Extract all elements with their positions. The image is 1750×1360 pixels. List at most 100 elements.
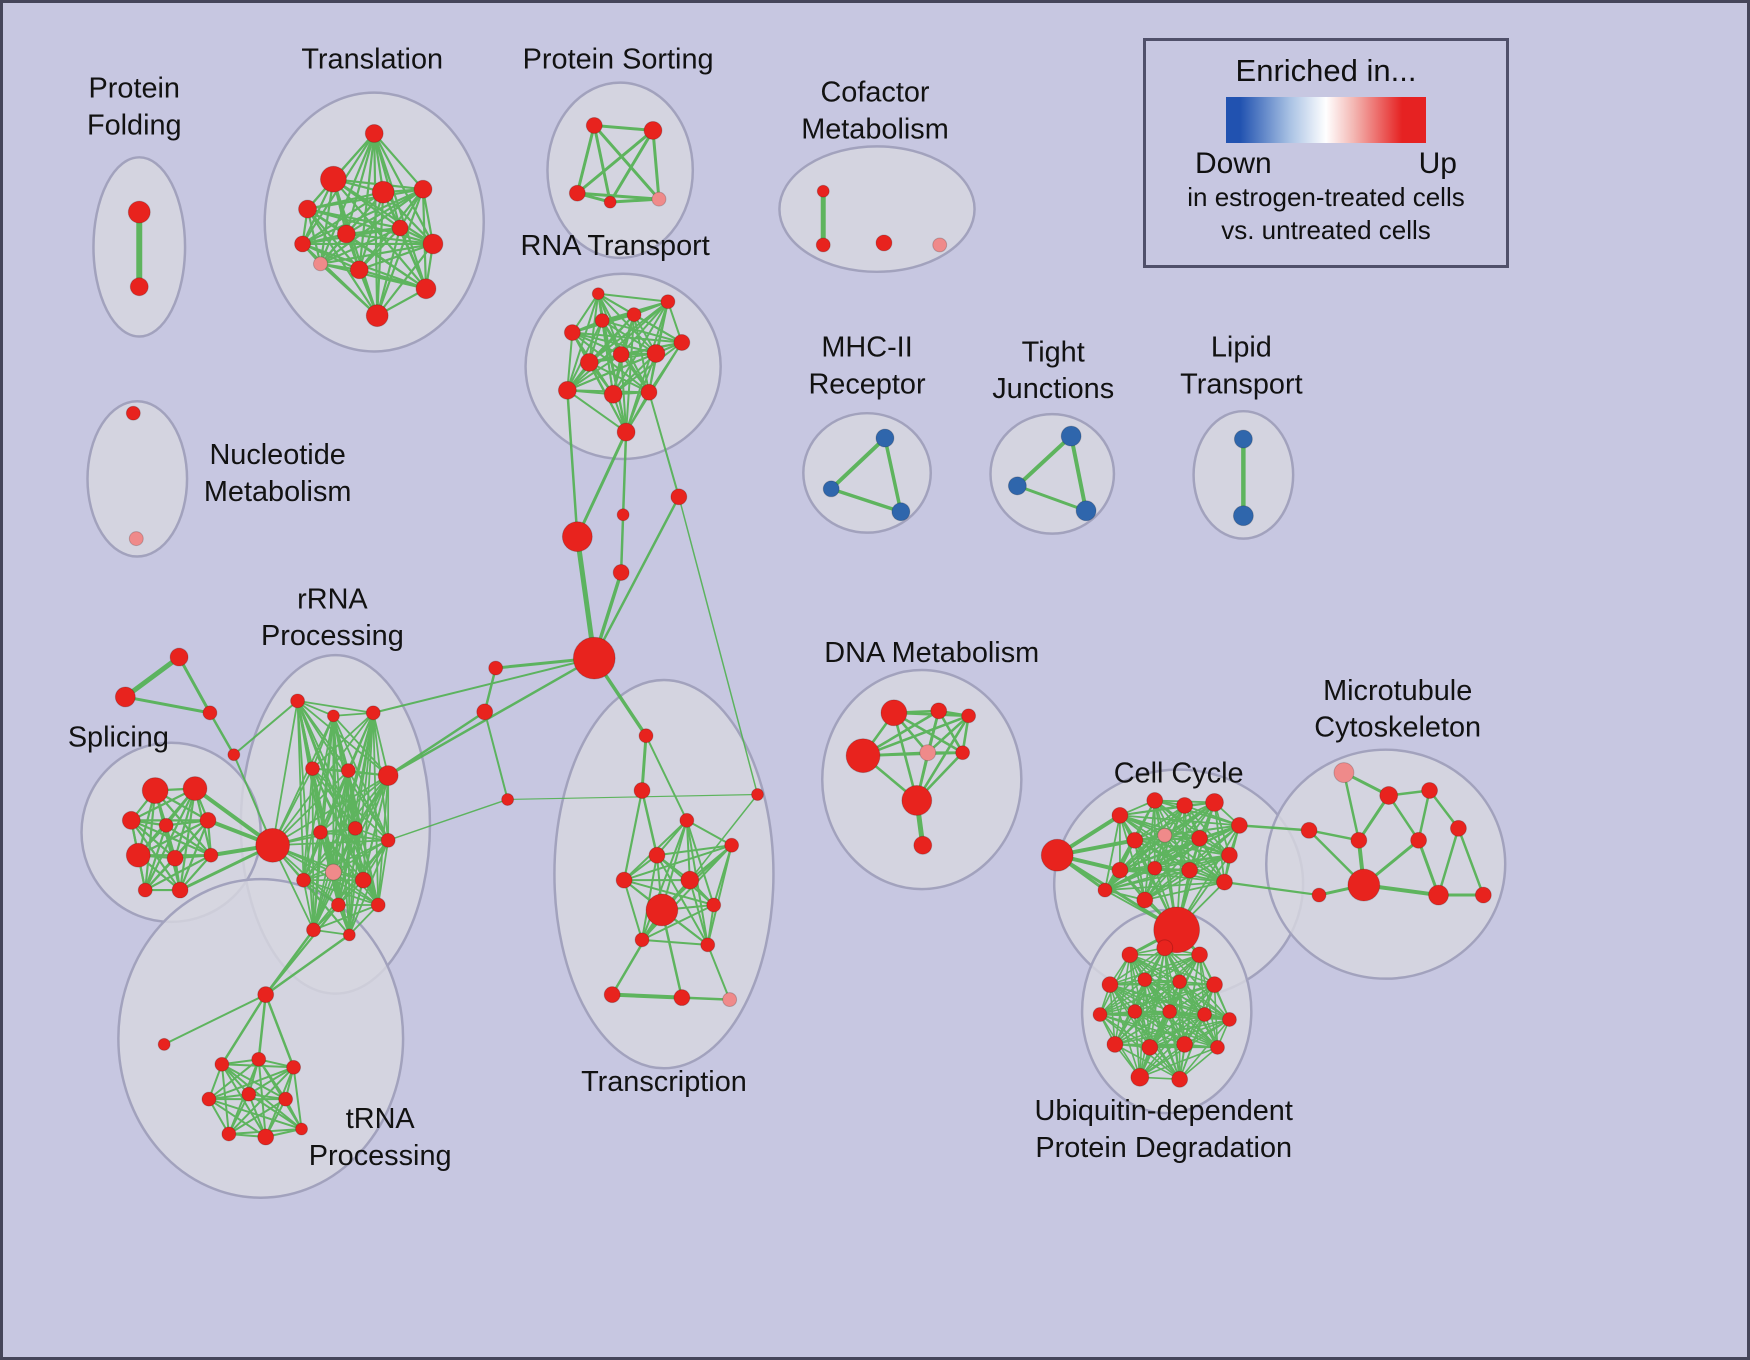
edge [685, 819, 733, 847]
edge [623, 789, 644, 882]
node-tn9 [295, 1122, 309, 1136]
cluster-label-ubiquitin-degradation-line1: Ubiquitin-dependent [1035, 1095, 1293, 1127]
node-rr15 [370, 897, 386, 913]
edge [655, 854, 709, 946]
edge [319, 831, 380, 906]
node-mt3 [1421, 782, 1439, 799]
node-cc3 [1146, 792, 1164, 809]
edge [926, 714, 970, 754]
edge [651, 128, 661, 201]
cluster-label-tight-junctions-line1: Tight [1022, 336, 1085, 368]
node-rr1 [290, 693, 306, 709]
edge [1114, 1043, 1181, 1081]
node-layer [114, 116, 1492, 1146]
cluster-ellipse-nucleotide-metabolism [86, 399, 189, 558]
edge [575, 123, 596, 195]
node-tr7 [336, 224, 356, 244]
cluster-label-rrna-processing-line2: Processing [261, 620, 404, 652]
node-sp7 [166, 849, 184, 867]
edge [264, 903, 340, 996]
node-dm7 [901, 785, 933, 816]
cluster-label-cofactor-metabolism-line1: Cofactor [820, 77, 929, 109]
edge [592, 123, 612, 204]
node-ub8 [1092, 1007, 1108, 1022]
edge [311, 767, 315, 931]
node-lt2 [1232, 505, 1254, 527]
node-ub10 [1162, 1004, 1178, 1019]
edge [264, 933, 351, 996]
edge [1119, 837, 1201, 872]
edge [1178, 980, 1231, 1021]
node-rr10 [380, 832, 396, 848]
node-ft1 [169, 647, 189, 667]
edge [915, 714, 970, 802]
edge [122, 654, 182, 700]
edge [883, 436, 903, 514]
node-tx14 [722, 992, 738, 1008]
node-cc2 [1111, 806, 1129, 824]
node-tx9 [706, 897, 722, 913]
edge [1109, 983, 1181, 1081]
edge [362, 711, 375, 882]
edge [892, 711, 919, 802]
node-dm3 [961, 708, 977, 724]
node-pf2 [129, 277, 149, 297]
cluster-label-protein-folding-line2: Folding [87, 109, 182, 141]
edge [588, 292, 600, 364]
cluster-ellipse-mhc-ii-receptor [802, 411, 932, 534]
node-ub13 [1106, 1035, 1124, 1053]
node-tr10 [312, 256, 328, 272]
cluster-label-splicing: Splicing [68, 722, 169, 754]
node-rr12 [296, 872, 311, 888]
edge [312, 871, 335, 931]
node-cc5 [1205, 792, 1224, 812]
edge [566, 389, 628, 434]
node-ub18 [1171, 1070, 1189, 1088]
cluster-label-protein-sorting: Protein Sorting [523, 44, 714, 76]
edge [597, 292, 650, 394]
edge [680, 996, 731, 1001]
node-rt4 [660, 294, 676, 310]
node-mh3 [891, 502, 911, 522]
node-tn5 [241, 1086, 257, 1102]
edge [566, 352, 657, 392]
node-ub15 [1176, 1035, 1194, 1053]
edge [220, 993, 267, 1066]
edge [1223, 881, 1321, 897]
node-tx2 [633, 782, 651, 799]
edge [302, 879, 380, 906]
node-tr8 [391, 219, 409, 237]
edge [163, 993, 267, 1046]
node-cc9 [1191, 829, 1209, 847]
node-dm1 [880, 699, 908, 727]
node-sp8 [203, 847, 219, 863]
node-tn8 [257, 1128, 275, 1146]
node-tx1 [638, 728, 654, 744]
node-cf2 [815, 237, 831, 253]
edge [861, 714, 970, 757]
node-tn7 [221, 1126, 237, 1142]
edge [620, 300, 669, 356]
edge [257, 993, 267, 1061]
cluster-label-lipid-transport-line2: Transport [1180, 368, 1302, 400]
edge [302, 879, 340, 906]
edge [302, 879, 315, 931]
edge [319, 242, 435, 265]
node-ub7 [1206, 976, 1223, 994]
edge [144, 854, 213, 892]
edge [271, 769, 350, 847]
node-ft2 [114, 686, 136, 708]
edge [301, 188, 425, 246]
cluster-label-nucleotide-metabolism-line2: Metabolism [204, 476, 352, 508]
edge [227, 1066, 295, 1135]
edge [1114, 1013, 1206, 1046]
edge [207, 1098, 303, 1131]
edge [640, 789, 659, 857]
edge [640, 734, 648, 793]
cluster-ellipse-microtubule-cytoskeleton [1265, 748, 1507, 980]
node-cc10 [1220, 846, 1238, 864]
node-sp9 [137, 882, 153, 898]
edge [372, 711, 390, 777]
node-ub5 [1137, 972, 1153, 988]
